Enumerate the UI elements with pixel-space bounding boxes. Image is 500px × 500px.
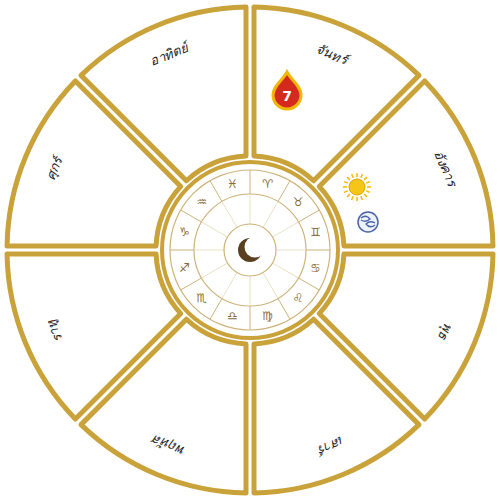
zodiac-spoke [250, 170, 251, 194]
planet-name: พุธ [436, 320, 456, 341]
zodiac-spoke [181, 210, 202, 222]
sun-ray [366, 182, 370, 184]
planet-name: ศุกร์ [43, 155, 66, 182]
house-line [202, 263, 228, 278]
house-line [222, 273, 237, 299]
house-line [250, 194, 251, 224]
sun-ray [366, 191, 370, 193]
zodiac-sign: ♒ [197, 196, 208, 208]
zodiac-sign: ♈ [262, 178, 273, 190]
house-line [273, 263, 299, 278]
sun-ray [356, 197, 358, 201]
zodiac-spoke [306, 250, 330, 251]
sun-ray [361, 196, 363, 200]
wheel-segment [254, 319, 419, 493]
zodiac-sign: ♌ [293, 292, 304, 304]
zodiac-hub [162, 162, 338, 338]
zodiac-spoke [210, 181, 222, 202]
zodiac-inner-ring [194, 194, 306, 306]
badge-number: 7 [282, 89, 292, 103]
sun-disc [349, 179, 365, 195]
zodiac-sign: ♋ [310, 262, 321, 274]
zodiac-spoke [170, 250, 194, 251]
house-line [222, 202, 237, 228]
house-line [276, 250, 306, 251]
house-line [263, 273, 278, 299]
zodiac-sign: ♎ [227, 310, 238, 322]
planet-name: ราหู [43, 318, 66, 345]
wheel-segments [7, 7, 493, 493]
sun-ray [343, 186, 347, 188]
sun-ray [364, 177, 367, 180]
zodiac-spoke [298, 210, 319, 222]
zodiac-sign: ♍ [262, 310, 273, 322]
sun-ray [356, 173, 358, 177]
zodiac-spoke [181, 278, 202, 290]
wheel-segment [81, 7, 246, 181]
zodiac-spoke [250, 306, 251, 330]
zodiac-outer-ring [170, 170, 330, 330]
sun-ray [344, 182, 348, 184]
sun-icon [343, 173, 371, 201]
sun-ray [361, 174, 363, 178]
fish-mark [361, 216, 375, 227]
sign-disc [358, 212, 378, 232]
sun-ray [347, 194, 350, 197]
sun-ray [347, 177, 350, 180]
zodiac-spokes [170, 170, 330, 330]
sun-ray [352, 174, 354, 178]
wheel-segment [7, 254, 181, 419]
zodiac-spoke [278, 298, 290, 319]
drop-icon [273, 72, 301, 109]
zodiac-sign: ♉ [293, 196, 304, 208]
sun-ray [352, 196, 354, 200]
house-line [194, 250, 224, 251]
pisces-icon [358, 212, 378, 232]
planet-name: เสาร์ [316, 434, 346, 458]
center-ring [224, 224, 276, 276]
zodiac-sign: ♐ [179, 262, 190, 274]
sun-ray [367, 186, 371, 188]
zodiac-sign: ♊ [310, 226, 321, 238]
zodiac-spoke [278, 181, 290, 202]
drop-badge [273, 72, 301, 109]
house-line [273, 222, 299, 237]
house-line [263, 202, 278, 228]
hub-ring [162, 162, 338, 338]
crescent-cut [245, 237, 266, 258]
zodiac-sign: ♏ [197, 292, 208, 304]
zodiac-spoke [298, 278, 319, 290]
zodiac-sign: ♓ [227, 178, 238, 190]
zodiac-spoke [210, 298, 222, 319]
house-line [250, 276, 251, 306]
house-line [202, 222, 228, 237]
sun-ray [344, 191, 348, 193]
wheel-segment [319, 81, 493, 246]
sun-ray [364, 194, 367, 197]
zodiac-sign: ♑ [179, 226, 190, 238]
